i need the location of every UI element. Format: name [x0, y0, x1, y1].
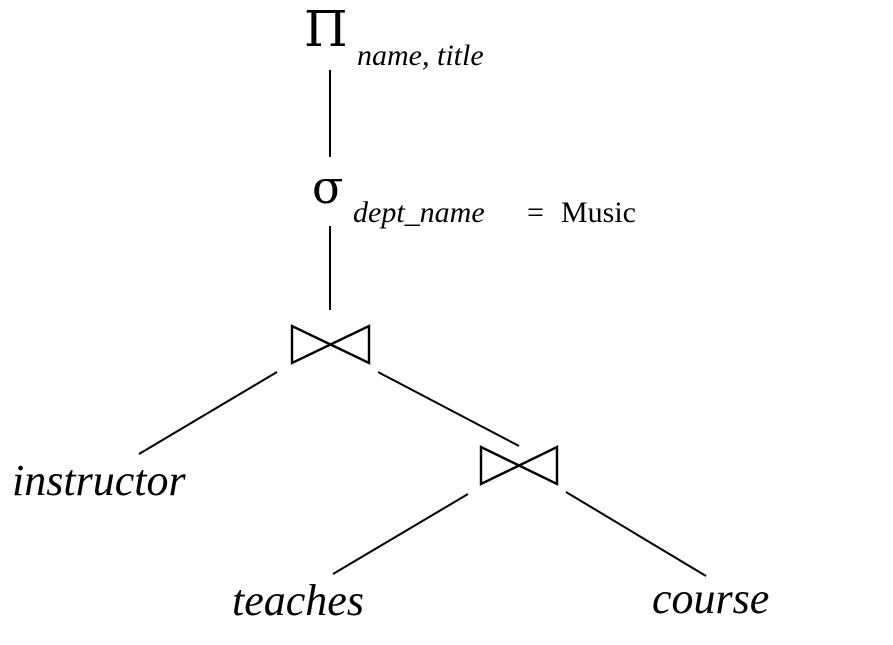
selection-attribute: dept_name — [353, 196, 485, 229]
edge-join-top-join-bottom — [377, 371, 520, 447]
relation-instructor: instructor — [12, 456, 186, 505]
edge-join-bottom-teaches — [332, 493, 469, 575]
selection-symbol: σ — [312, 160, 343, 214]
selection-value: Music — [561, 196, 636, 229]
projection-attributes: name, title — [357, 39, 484, 72]
join-bottom-symbol — [479, 445, 559, 486]
selection-node: σ dept_name = Music — [312, 160, 636, 229]
selection-operator: = — [527, 196, 544, 229]
edge-join-top-instructor — [138, 371, 278, 455]
projection-node: Π name, title — [304, 0, 484, 72]
projection-symbol: Π — [304, 0, 348, 58]
relation-teaches: teaches — [232, 576, 364, 625]
join-top-symbol — [290, 324, 371, 365]
relation-course: course — [652, 574, 769, 623]
edge-join-bottom-course — [565, 491, 707, 577]
